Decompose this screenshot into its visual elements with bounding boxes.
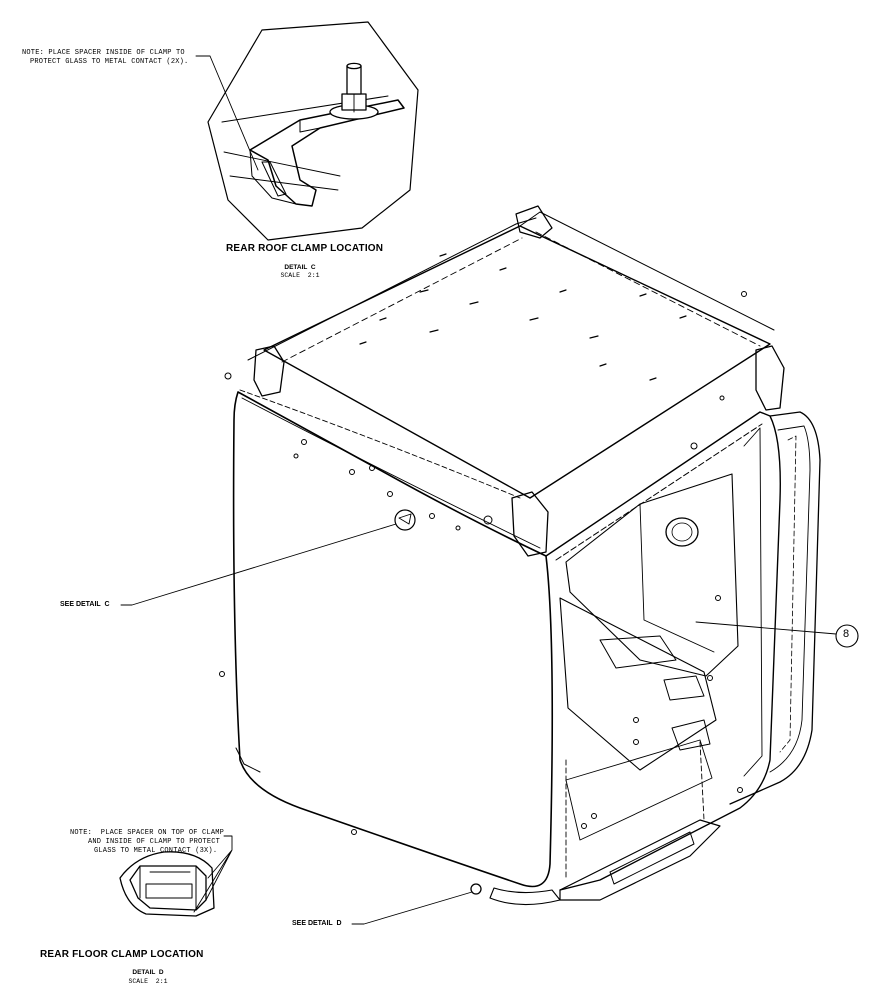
fasteners — [219, 291, 747, 835]
roof-corner-left — [253, 345, 285, 397]
rear-wall-port — [665, 517, 699, 547]
roof-clamp-bolt — [329, 62, 379, 120]
detail-c-note-line1: NOTE: PLACE SPACER INSIDE OF CLAMP TO — [22, 49, 185, 57]
cab-frame — [219, 205, 821, 906]
right-door-frame — [545, 411, 781, 891]
floor-clamp-body — [119, 851, 215, 917]
detail-d-note-line1: NOTE: PLACE SPACER ON TOP OF CLAMP — [70, 829, 225, 837]
floor-clamp-spacer — [145, 883, 193, 899]
detail-d-title: REAR FLOOR CLAMP LOCATION — [40, 949, 204, 960]
roof-corner-front — [511, 491, 549, 557]
item-8-leader — [695, 621, 837, 635]
detail-c-view — [195, 21, 419, 241]
detail-c-note-line2: PROTECT GLASS TO METAL CONTACT (2X). — [30, 58, 189, 66]
detail-d-label: DETAIL D — [132, 969, 164, 976]
item-8-balloon — [835, 624, 859, 648]
see-detail-c-label: SEE DETAIL C — [60, 601, 110, 608]
detail-d-scale: SCALE 2:1 — [128, 978, 168, 985]
detail-d-note-line2: AND INSIDE OF CLAMP TO PROTECT — [88, 838, 221, 846]
roof-clamp — [249, 99, 405, 207]
detail-d-marker — [470, 883, 482, 895]
see-detail-d-leader — [351, 891, 473, 925]
rear-glass-panel — [232, 391, 554, 888]
detail-d-view — [119, 835, 233, 917]
detail-c-label: DETAIL C — [284, 264, 316, 271]
detail-d-note-leader — [193, 835, 233, 913]
see-detail-d-label: SEE DETAIL D — [292, 920, 342, 927]
detail-d-note-line3: GLASS TO METAL CONTACT (3X). — [94, 847, 218, 855]
detail-c-scale: SCALE 2:1 — [280, 272, 320, 279]
roof-clamp-spacer — [261, 161, 287, 197]
detail-c-boundary — [207, 21, 419, 241]
detail-c-marker — [394, 509, 416, 531]
item-8-number: 8 — [843, 628, 850, 640]
detail-c-title: REAR ROOF CLAMP LOCATION — [226, 243, 384, 254]
roof-panel — [263, 225, 771, 499]
see-detail-c-leader — [120, 523, 397, 606]
interior-rear-wall — [565, 473, 739, 677]
detail-c-note-leader — [195, 55, 259, 171]
